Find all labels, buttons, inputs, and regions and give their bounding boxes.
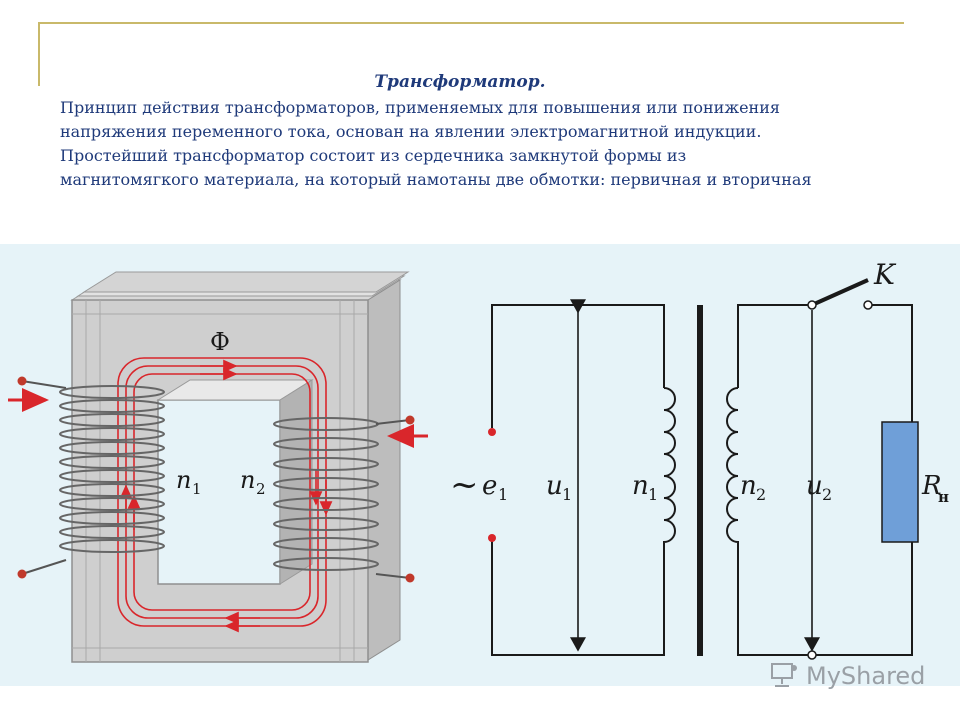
core-laminations-top (70, 271, 410, 301)
paragraph-line: Простейший трансформатор состоит из серд… (60, 146, 687, 165)
paragraph-line: магнитомягкого материала, на который нам… (60, 170, 812, 189)
u1-label: u (546, 471, 563, 501)
u2-label: u (806, 471, 823, 501)
core-labels: Ф n 1 n 2 (176, 328, 266, 498)
secondary-leads (375, 415, 415, 583)
u1-sub: 1 (562, 485, 572, 504)
primary-coil (663, 387, 676, 564)
core-laminations-side (367, 279, 401, 661)
schematic-terminals (488, 300, 873, 660)
slide-paragraph: Принцип действия трансформаторов, примен… (60, 96, 920, 192)
n1-label: n (632, 471, 649, 501)
schematic-labels: ~ e 1 u 1 n 1 n 2 u 2 K R н (450, 258, 949, 506)
e1-label: e (482, 471, 497, 501)
schematic (491, 278, 913, 656)
primary-winding (59, 385, 165, 553)
e1-sub: 1 (498, 485, 508, 504)
n2-label: n (740, 471, 757, 501)
source-symbol: ~ (450, 465, 479, 505)
n2-sub: 2 (756, 485, 766, 504)
frame-left-border (38, 22, 40, 86)
myshared-logo-icon (770, 662, 800, 690)
flux-label: Ф (210, 328, 230, 356)
core-n2-label: n (240, 466, 255, 494)
watermark-text: MyShared (806, 662, 926, 690)
paragraph-line: Принцип действия трансформаторов, примен… (60, 98, 780, 117)
load-sub: н (938, 488, 949, 506)
load-resistor (881, 421, 919, 543)
core-n1-label: n (176, 466, 191, 494)
load-label: R (921, 471, 942, 501)
u2-sub: 2 (822, 485, 832, 504)
n1-sub: 1 (648, 485, 658, 504)
watermark: MyShared (770, 660, 925, 692)
transformer-core (70, 271, 410, 663)
secondary-winding (273, 417, 379, 571)
secondary-circuit-wire (737, 304, 913, 656)
core-n2-sub: 2 (256, 480, 266, 498)
secondary-coil (726, 387, 739, 564)
paragraph-line: напряжения переменного тока, основан на … (60, 122, 762, 141)
frame-top-border (38, 22, 904, 24)
primary-leads (17, 376, 67, 579)
core-n1-sub: 1 (192, 480, 202, 498)
switch-blade (811, 278, 869, 307)
switch-label: K (873, 258, 897, 291)
slide-title: Трансформатор. (374, 72, 546, 92)
